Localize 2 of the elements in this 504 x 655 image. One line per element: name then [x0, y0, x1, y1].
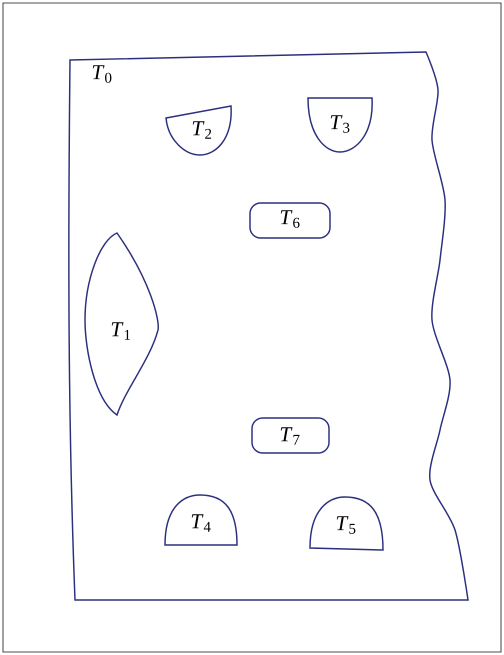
rounded-box: T$_{7}$ — [251, 417, 330, 454]
rounded-box: T$_{6}$ — [249, 202, 331, 239]
